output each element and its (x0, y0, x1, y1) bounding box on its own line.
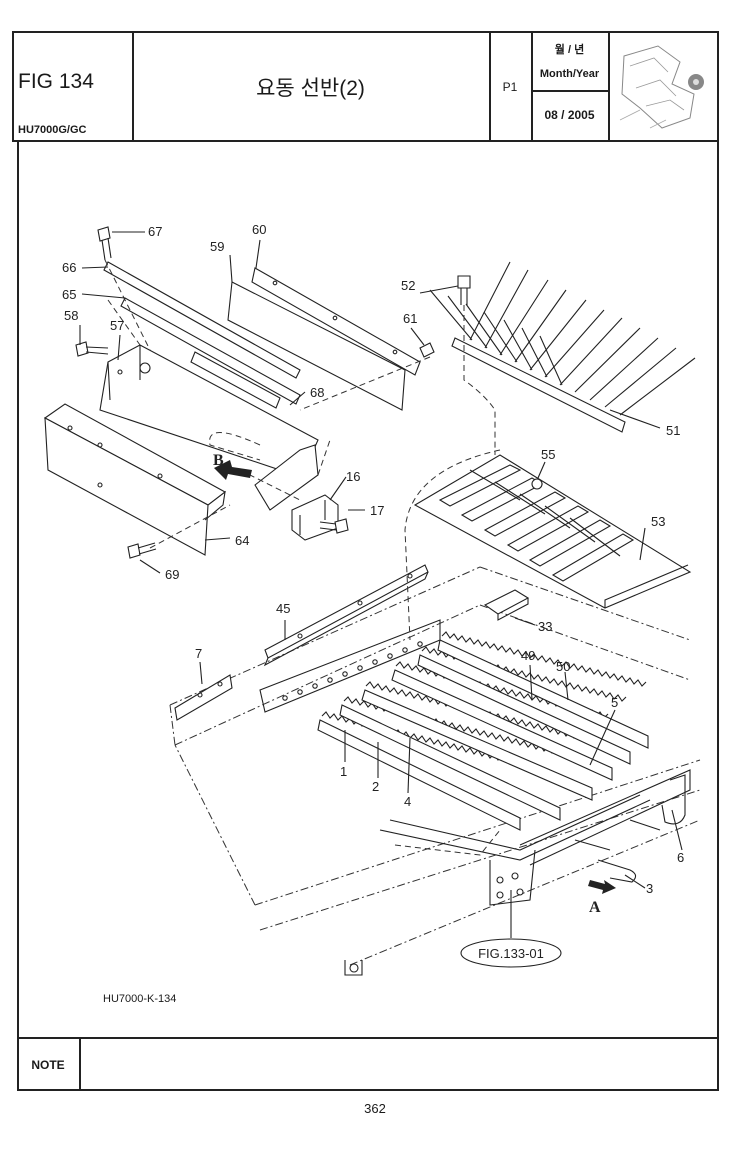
callout-5: 5 (611, 695, 618, 710)
month-year-label-ko: 월 / 년 (554, 44, 585, 56)
callout-60: 60 (252, 222, 266, 237)
callout-16: 16 (346, 469, 360, 484)
callout-2: 2 (372, 779, 379, 794)
page-header (12, 31, 719, 142)
page-number: 362 (364, 1101, 386, 1116)
callout-69: 69 (165, 567, 179, 582)
bolt-69 (127, 542, 157, 559)
part-68-strip (190, 351, 281, 409)
toothed-rails (317, 631, 649, 831)
base-frame (169, 566, 701, 976)
callout-45: 45 (276, 601, 290, 616)
callout-6: 6 (677, 850, 684, 865)
fig-number: FIG 134 (18, 70, 94, 93)
callout-59: 59 (210, 239, 224, 254)
exploded-parts-drawing: 67 66 65 58 57 59 60 52 61 68 51 55 53 1… (43, 222, 701, 976)
machine-thumbnail-icon (619, 45, 704, 129)
date-cell (533, 33, 610, 140)
callout-1: 1 (340, 764, 347, 779)
callout-65: 65 (62, 287, 76, 302)
view-a-arrow-icon (588, 880, 616, 894)
page-index: P1 (502, 80, 518, 94)
part-65-strip (120, 297, 301, 405)
part-7-plate (174, 674, 233, 721)
part-64-side-cover (43, 403, 227, 556)
bolt-58 (75, 341, 109, 357)
part-16-bracket (291, 494, 339, 541)
part-60-strip (251, 267, 421, 376)
leader-lines (79, 231, 683, 938)
view-b-panel (254, 444, 319, 511)
part-53-sieve-tray (413, 454, 692, 609)
model-code: HU7000G/GC (18, 124, 87, 136)
part-51-finger-comb (429, 261, 696, 433)
title-cell (134, 33, 491, 140)
note-box (17, 1037, 719, 1091)
callout-61: 61 (403, 311, 417, 326)
callout-33: 33 (538, 619, 552, 634)
callout-64: 64 (235, 533, 249, 548)
callout-49: 49 (521, 648, 535, 663)
callout-51: 51 (666, 423, 680, 438)
callout-4: 4 (404, 794, 411, 809)
callout-17: 17 (370, 503, 384, 518)
note-label-cell (19, 1039, 81, 1089)
note-label: NOTE (31, 1058, 65, 1072)
reference-tag: FIG.133-01 (478, 946, 544, 961)
page-index-cell (491, 33, 533, 140)
date-value: 08 / 2005 (544, 108, 595, 122)
callout-50: 50 (556, 659, 570, 674)
part-6-hook (661, 774, 686, 825)
callout-68: 68 (310, 385, 324, 400)
callout-66: 66 (62, 260, 76, 275)
part-59-plate (227, 281, 406, 411)
callout-53: 53 (651, 514, 665, 529)
date-cell-divider (533, 90, 610, 92)
nut-61 (419, 342, 435, 358)
fig-cell (14, 33, 134, 140)
part-33-bracket (483, 589, 530, 615)
view-b-marker: B (213, 452, 224, 469)
rail-holes (282, 641, 423, 701)
callout-57: 57 (110, 318, 124, 333)
page-title: 요동 선반(2) (256, 77, 365, 100)
drawing-code: HU7000-K-134 (103, 993, 177, 1005)
callout-3: 3 (646, 881, 653, 896)
callout-67: 67 (148, 224, 162, 239)
callout-58: 58 (64, 308, 78, 323)
view-b-arrow-icon (214, 460, 252, 480)
callout-55: 55 (541, 447, 555, 462)
nut-55 (531, 478, 543, 490)
month-year-label-en: Month/Year (539, 68, 600, 80)
reference-tag-oval (460, 938, 562, 968)
view-a-marker: A (589, 899, 601, 916)
bolt-67 (97, 226, 112, 261)
callout-7: 7 (195, 646, 202, 661)
bolt-52 (457, 275, 471, 305)
part-3-clip (597, 859, 637, 883)
callout-52: 52 (401, 278, 415, 293)
bolt-17 (319, 518, 349, 534)
